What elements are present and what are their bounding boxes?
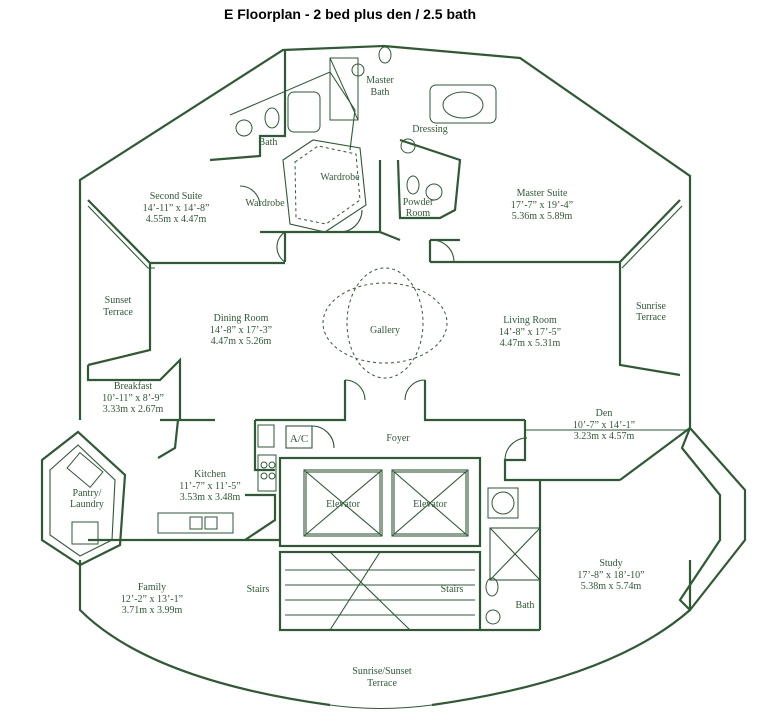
den-dim-imp: 10’-7” x 14’-1” [573, 420, 635, 431]
powder-room-label-1: Powder [403, 197, 434, 208]
breakfast-dim-imp: 10’-11” x 8’-9” [102, 393, 164, 404]
living-room-name: Living Room [503, 315, 557, 326]
family-name: Family [138, 582, 166, 593]
second-suite-dim-imp: 14’-11” x 14’-8” [143, 203, 210, 214]
sunrise-sunset-terrace-label-2: Terrace [367, 678, 397, 689]
sunset-terrace-label-1: Sunset [105, 295, 132, 306]
master-suite-name: Master Suite [517, 188, 568, 199]
family-dim-imp: 12’-2” x 13’-1” [121, 594, 183, 605]
bath-top-label: Bath [259, 137, 278, 148]
second-suite-dim-met: 4.55m x 4.47m [146, 214, 207, 225]
pantry-label-2: Laundry [70, 499, 104, 510]
master-suite-dim-met: 5.36m x 5.89m [512, 211, 573, 222]
den-name: Den [596, 408, 613, 419]
sunset-terrace-label-2: Terrace [103, 307, 133, 318]
gallery-label: Gallery [370, 325, 400, 336]
floorplan-title: E Floorplan - 2 bed plus den / 2.5 bath [223, 6, 477, 22]
powder-room-label-2: Room [406, 208, 431, 219]
den-dim-met: 3.23m x 4.57m [574, 431, 635, 442]
elevator-left-label: Elevator [326, 499, 361, 510]
living-room-dim-imp: 14’-8” x 17’-5” [499, 327, 561, 338]
wardrobe-left-label: Wardrobe [245, 198, 285, 209]
breakfast-dim-met: 3.33m x 2.67m [103, 404, 164, 415]
breakfast-name: Breakfast [114, 381, 153, 392]
dining-room-dim-met: 4.47m x 5.26m [211, 336, 272, 347]
kitchen-name: Kitchen [194, 469, 226, 480]
wardrobe-center-label: Wardrobe [320, 172, 360, 183]
master-suite-dim-imp: 17’-7” x 19’-4” [511, 200, 573, 211]
ac-label: A/C [290, 433, 308, 445]
gallery-walls [255, 232, 525, 422]
family-dim-met: 3.71m x 3.99m [122, 605, 183, 616]
sunrise-terrace-label-2: Terrace [636, 312, 666, 323]
master-bath-label-2: Bath [371, 87, 390, 98]
room-labels: Master Bath Bath Dressing Wardrobe Wardr… [70, 75, 667, 689]
stairs-left-label: Stairs [247, 584, 270, 595]
living-room-dim-met: 4.47m x 5.31m [500, 338, 561, 349]
dining-room-dim-imp: 14’-8” x 17’-3” [210, 325, 272, 336]
master-bath-label-1: Master [366, 75, 394, 86]
study-dim-met: 5.38m x 5.74m [581, 581, 642, 592]
core-walls [278, 425, 542, 632]
study-name: Study [599, 558, 622, 569]
kitchen-walls [40, 357, 280, 567]
foyer-label: Foyer [386, 433, 410, 444]
dining-room-name: Dining Room [214, 313, 269, 324]
den-study-walls [503, 420, 747, 612]
kitchen-dim-imp: 11’-7” x 11’-5” [179, 481, 240, 492]
kitchen-dim-met: 3.53m x 3.48m [180, 492, 241, 503]
study-dim-imp: 17’-8” x 18’-10” [577, 570, 644, 581]
sunrise-sunset-terrace-label-1: Sunrise/Sunset [352, 666, 412, 677]
sunrise-terrace-label-1: Sunrise [636, 301, 667, 312]
bath-bottom-label: Bath [516, 600, 535, 611]
elevator-right-label: Elevator [413, 499, 448, 510]
stairs-right-label: Stairs [441, 584, 464, 595]
dressing-label: Dressing [412, 124, 448, 135]
pantry-label-1: Pantry/ [73, 488, 102, 499]
outer-walls [78, 44, 692, 710]
second-suite-name: Second Suite [150, 191, 203, 202]
bath-suite-walls [209, 46, 497, 263]
